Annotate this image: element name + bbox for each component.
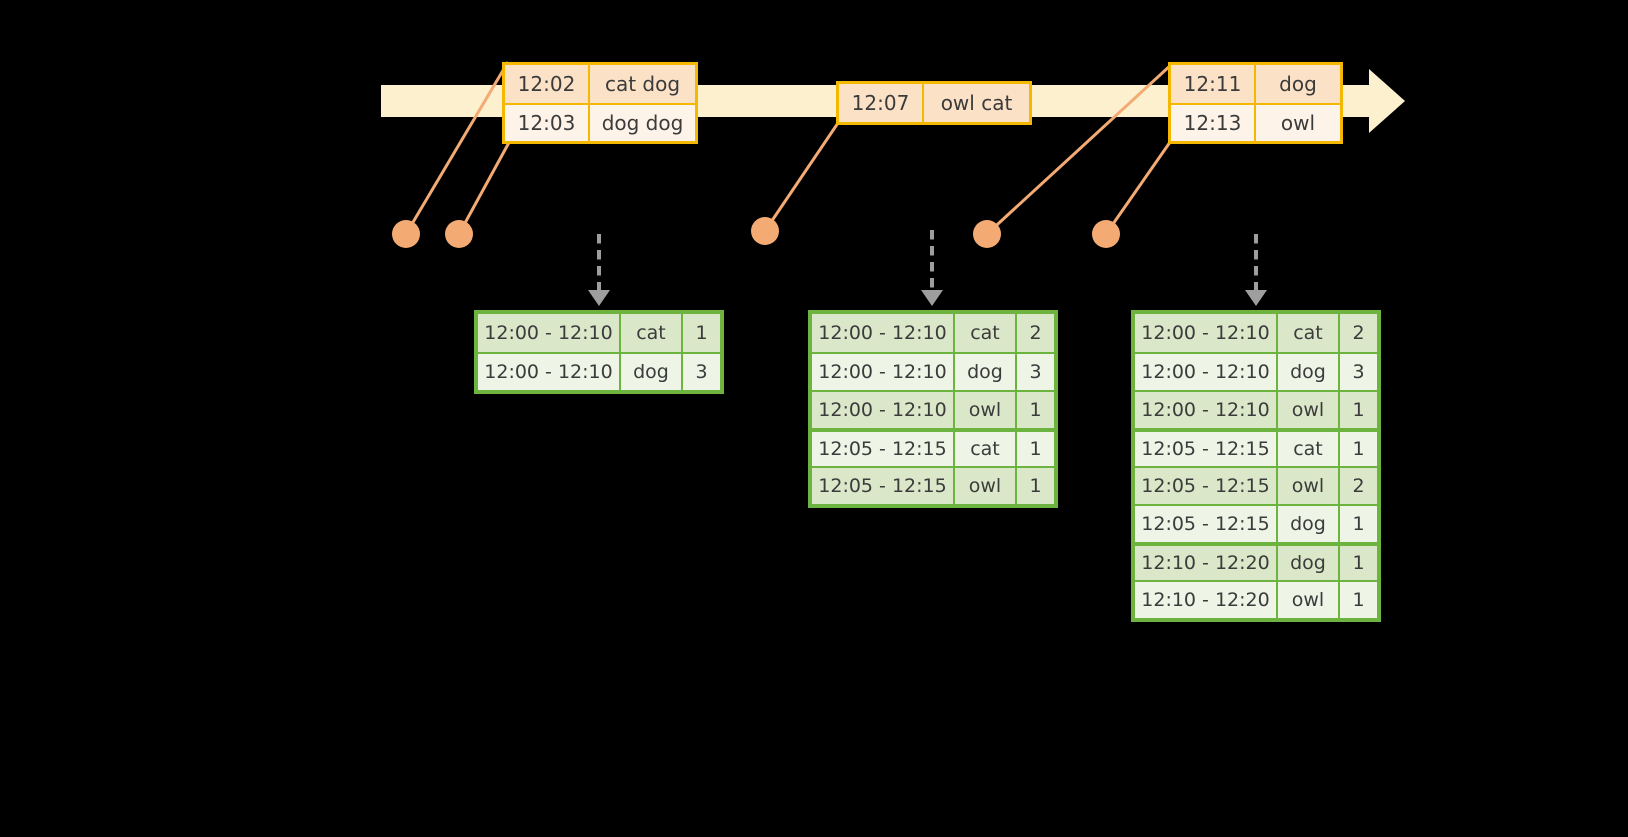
result-word: cat xyxy=(1278,432,1340,466)
result-window: 12:05 - 12:15 xyxy=(812,432,955,466)
result-window: 12:05 - 12:15 xyxy=(812,468,955,504)
connector-line-3 xyxy=(763,119,842,232)
event-row: 12:03 dog dog xyxy=(505,103,695,141)
result-window: 12:05 - 12:15 xyxy=(1135,468,1278,504)
result-word: owl xyxy=(1278,468,1340,504)
event-marker-3-icon xyxy=(751,217,779,245)
event-box-3[interactable]: 12:11 dog 12:13 owl xyxy=(1168,62,1343,144)
result-count: 1 xyxy=(1340,392,1377,428)
result-window: 12:00 - 12:10 xyxy=(1135,392,1278,428)
event-time: 12:11 xyxy=(1171,65,1256,103)
result-word: owl xyxy=(955,468,1017,504)
result-count: 1 xyxy=(1017,432,1054,466)
result-window: 12:00 - 12:10 xyxy=(1135,354,1278,390)
event-marker-2-icon xyxy=(445,220,473,248)
result-window: 12:10 - 12:20 xyxy=(1135,546,1278,580)
result-word: cat xyxy=(955,314,1017,352)
result-word: owl xyxy=(1278,582,1340,618)
result-count: 1 xyxy=(1017,468,1054,504)
event-words: owl xyxy=(1256,105,1340,141)
flow-arrow-2-head-icon xyxy=(921,290,943,306)
event-time: 12:03 xyxy=(505,105,590,141)
result-word: cat xyxy=(621,314,683,352)
result-word: owl xyxy=(1278,392,1340,428)
result-count: 2 xyxy=(1340,468,1377,504)
event-words: cat dog xyxy=(590,65,695,103)
event-box-2[interactable]: 12:07 owl cat xyxy=(836,81,1032,125)
result-count: 3 xyxy=(683,354,720,390)
result-count: 1 xyxy=(1340,546,1377,580)
result-word: dog xyxy=(955,354,1017,390)
result-word: cat xyxy=(955,432,1017,466)
flow-arrow-2-shaft xyxy=(930,230,934,290)
event-row: 12:02 cat dog xyxy=(505,65,695,103)
event-words: dog xyxy=(1256,65,1340,103)
event-row: 12:11 dog xyxy=(1171,65,1340,103)
result-window: 12:05 - 12:15 xyxy=(1135,432,1278,466)
result-count: 1 xyxy=(1017,392,1054,428)
result-word: owl xyxy=(955,392,1017,428)
result-count: 3 xyxy=(1017,354,1054,390)
result-count: 1 xyxy=(1340,582,1377,618)
result-window: 12:10 - 12:20 xyxy=(1135,582,1278,618)
result-window: 12:00 - 12:10 xyxy=(478,354,621,390)
event-marker-1-icon xyxy=(392,220,420,248)
result-window: 12:00 - 12:10 xyxy=(812,392,955,428)
event-marker-5-icon xyxy=(1092,220,1120,248)
event-box-1[interactable]: 12:02 cat dog 12:03 dog dog xyxy=(502,62,698,144)
result-count: 2 xyxy=(1340,314,1377,352)
flow-arrow-3-shaft xyxy=(1254,234,1258,290)
result-word: dog xyxy=(1278,506,1340,542)
connector-line-5 xyxy=(1104,134,1177,235)
flow-arrow-1-head-icon xyxy=(588,290,610,306)
event-words: owl cat xyxy=(924,84,1029,122)
event-marker-4-icon xyxy=(973,220,1001,248)
event-time: 12:13 xyxy=(1171,105,1256,141)
result-word: dog xyxy=(621,354,683,390)
event-words: dog dog xyxy=(590,105,695,141)
event-time: 12:07 xyxy=(839,84,924,122)
result-window: 12:00 - 12:10 xyxy=(812,314,955,352)
result-window: 12:00 - 12:10 xyxy=(478,314,621,352)
result-word: dog xyxy=(1278,546,1340,580)
result-window: 12:05 - 12:15 xyxy=(1135,506,1278,542)
result-count: 2 xyxy=(1017,314,1054,352)
event-row: 12:07 owl cat xyxy=(839,84,1029,122)
result-window: 12:00 - 12:10 xyxy=(1135,314,1278,352)
flow-arrow-3-head-icon xyxy=(1245,290,1267,306)
flow-arrow-1-shaft xyxy=(597,234,601,290)
connector-line-2 xyxy=(457,136,514,235)
timeline-arrowhead-icon xyxy=(1369,69,1405,133)
event-time: 12:02 xyxy=(505,65,590,103)
result-count: 3 xyxy=(1340,354,1377,390)
result-count: 1 xyxy=(1340,432,1377,466)
connector-dots xyxy=(392,217,1120,248)
result-count: 1 xyxy=(1340,506,1377,542)
result-window: 12:00 - 12:10 xyxy=(812,354,955,390)
result-word: cat xyxy=(1278,314,1340,352)
result-count: 1 xyxy=(683,314,720,352)
result-word: dog xyxy=(1278,354,1340,390)
event-row: 12:13 owl xyxy=(1171,103,1340,141)
